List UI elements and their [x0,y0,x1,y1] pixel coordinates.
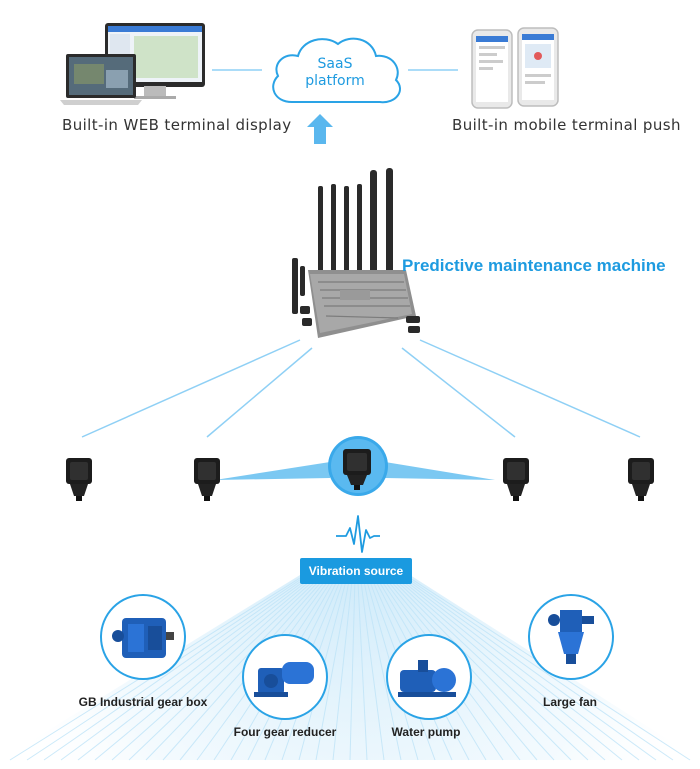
machine-label: Predictive maintenance machine [402,256,666,275]
mobile-terminal-label: Built-in mobile terminal push [452,116,681,134]
sensor-2 [190,456,224,502]
ray-line [393,577,589,761]
line-machine-sensor-1 [81,339,301,438]
line-machine-sensor-4 [401,347,516,438]
ray-line [362,577,402,761]
ray-line [360,577,385,761]
gear-reducer-icon [254,662,314,697]
wedge-right [385,462,495,480]
ray-line [349,577,356,761]
ray-line [145,577,323,761]
sensor-1 [62,456,96,502]
mobile-terminal-devices [470,26,562,110]
gear-reducer-label: Four gear reducer [233,725,337,739]
sensor-5 [624,456,658,502]
web-terminal-devices [60,20,210,110]
gearbox-label: GB Industrial gear box [78,695,208,709]
sensor-4 [499,456,533,502]
ray-line [401,577,640,761]
ray-line [357,577,368,761]
ray-line [332,577,353,761]
large-fan-icon [548,610,594,664]
large-fan-label: Large fan [542,695,597,709]
ray-line [404,577,657,761]
water-pump-circle [386,634,472,720]
maintenance-machine-icon [288,166,428,348]
line-machine-sensor-2 [206,347,313,438]
saas-label-line2: platform [305,73,365,89]
water-pump-label: Water pump [391,725,461,739]
waveform-icon [336,514,380,554]
line-machine-sensor-5 [419,339,641,438]
ray-line [111,577,317,761]
saas-label-line1: SaaS [317,56,353,72]
web-terminal-label: Built-in WEB terminal display [62,116,292,134]
arrow-up-icon [307,114,333,144]
vibration-source-label: Vibration source [300,558,412,584]
gearbox-icon [112,618,174,658]
gear-reducer-circle [242,634,328,720]
ray-line [77,577,312,761]
gearbox-circle [100,594,186,680]
saas-cloud: SaaS platform [262,30,408,112]
sensor-center [327,435,389,497]
ray-line [128,577,320,761]
large-fan-circle [528,594,614,680]
ray-line [395,577,606,761]
ray-line [390,577,572,761]
wedge-left [215,462,330,480]
ray-line [60,577,309,761]
ray-line [43,577,306,761]
ray-line [406,577,674,761]
ray-line [94,577,315,761]
ray-line [315,577,350,761]
ray-line [398,577,623,761]
water-pump-icon [398,660,456,697]
